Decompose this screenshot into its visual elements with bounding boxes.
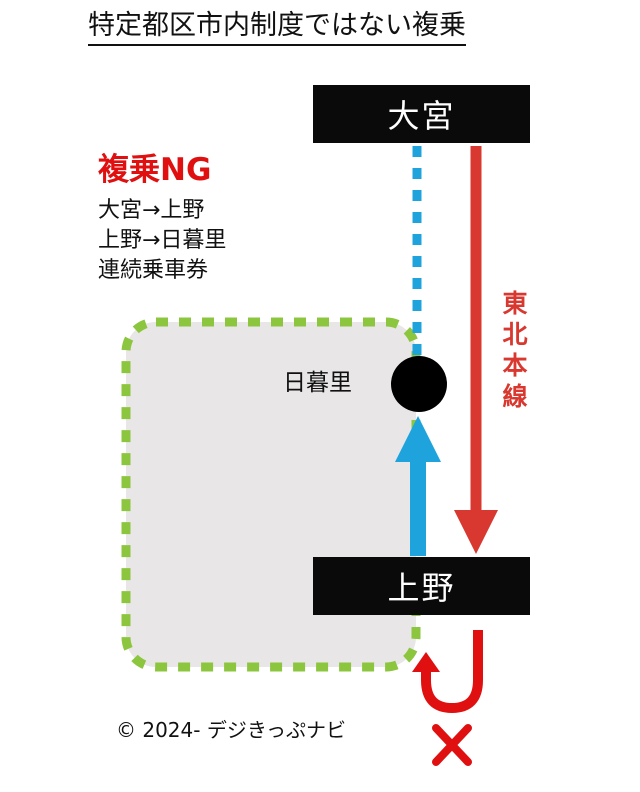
red-arrow-head [454,510,498,554]
station-omiya: 大宮 [313,85,530,143]
ng-item: 連続乗車券 [98,258,209,283]
blue-arrow-head [395,416,441,462]
station-ueno: 上野 [313,557,530,615]
copyright: © 2024- デジきっぷナビ [116,718,347,742]
u-turn-arrow-icon [412,630,483,714]
nippori-station-dot [391,356,447,412]
ng-heading: 複乗NG [98,152,212,188]
special-area-box [121,317,421,672]
page-title: 特定都区市内制度ではない複乗 [88,10,466,46]
ng-item: 上野→日暮里 [98,228,227,253]
tohoku-line-label: 東北本線 [502,289,528,411]
cross-mark-icon [432,724,472,766]
station-nippori-label: 日暮里 [283,370,352,396]
ng-item: 大宮→上野 [98,198,205,223]
